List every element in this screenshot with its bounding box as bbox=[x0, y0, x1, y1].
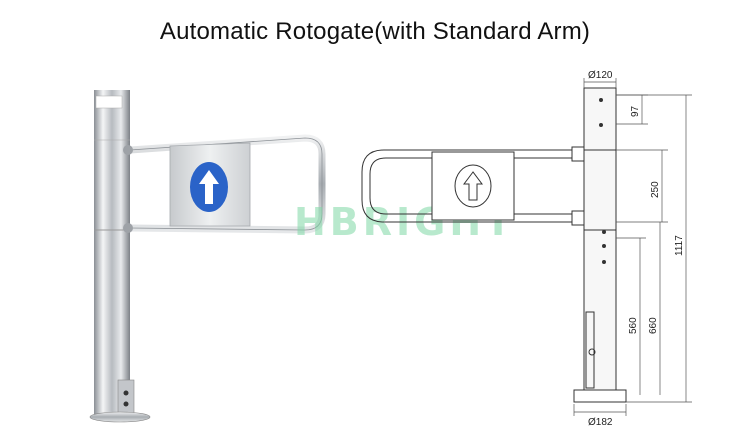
page-title: Automatic Rotogate(with Standard Arm) bbox=[159, 18, 591, 45]
dim-lower-arm: 560 bbox=[628, 317, 639, 334]
dim-total-height: 1117 bbox=[674, 235, 685, 256]
photo-base bbox=[89, 411, 151, 423]
drawing-base bbox=[573, 389, 627, 403]
photo-post bbox=[94, 90, 130, 415]
drawing-post-top bbox=[583, 87, 617, 151]
arrow-up-icon bbox=[199, 170, 219, 204]
drawing-panel bbox=[431, 151, 515, 221]
dim-upper-arm: 660 bbox=[648, 317, 659, 334]
dim-arm-height: 250 bbox=[650, 181, 661, 198]
dim-top-offset: 97 bbox=[630, 105, 641, 117]
dim-base-diameter: Ø182 bbox=[588, 417, 613, 428]
drawing-arm bbox=[361, 149, 584, 223]
photo-post-top bbox=[95, 95, 123, 109]
drawing-arrow-sign bbox=[454, 164, 492, 208]
drawing-arrow-up-icon bbox=[463, 171, 483, 201]
drawing-post bbox=[583, 149, 617, 391]
dim-top-diameter: Ø120 bbox=[588, 70, 613, 81]
